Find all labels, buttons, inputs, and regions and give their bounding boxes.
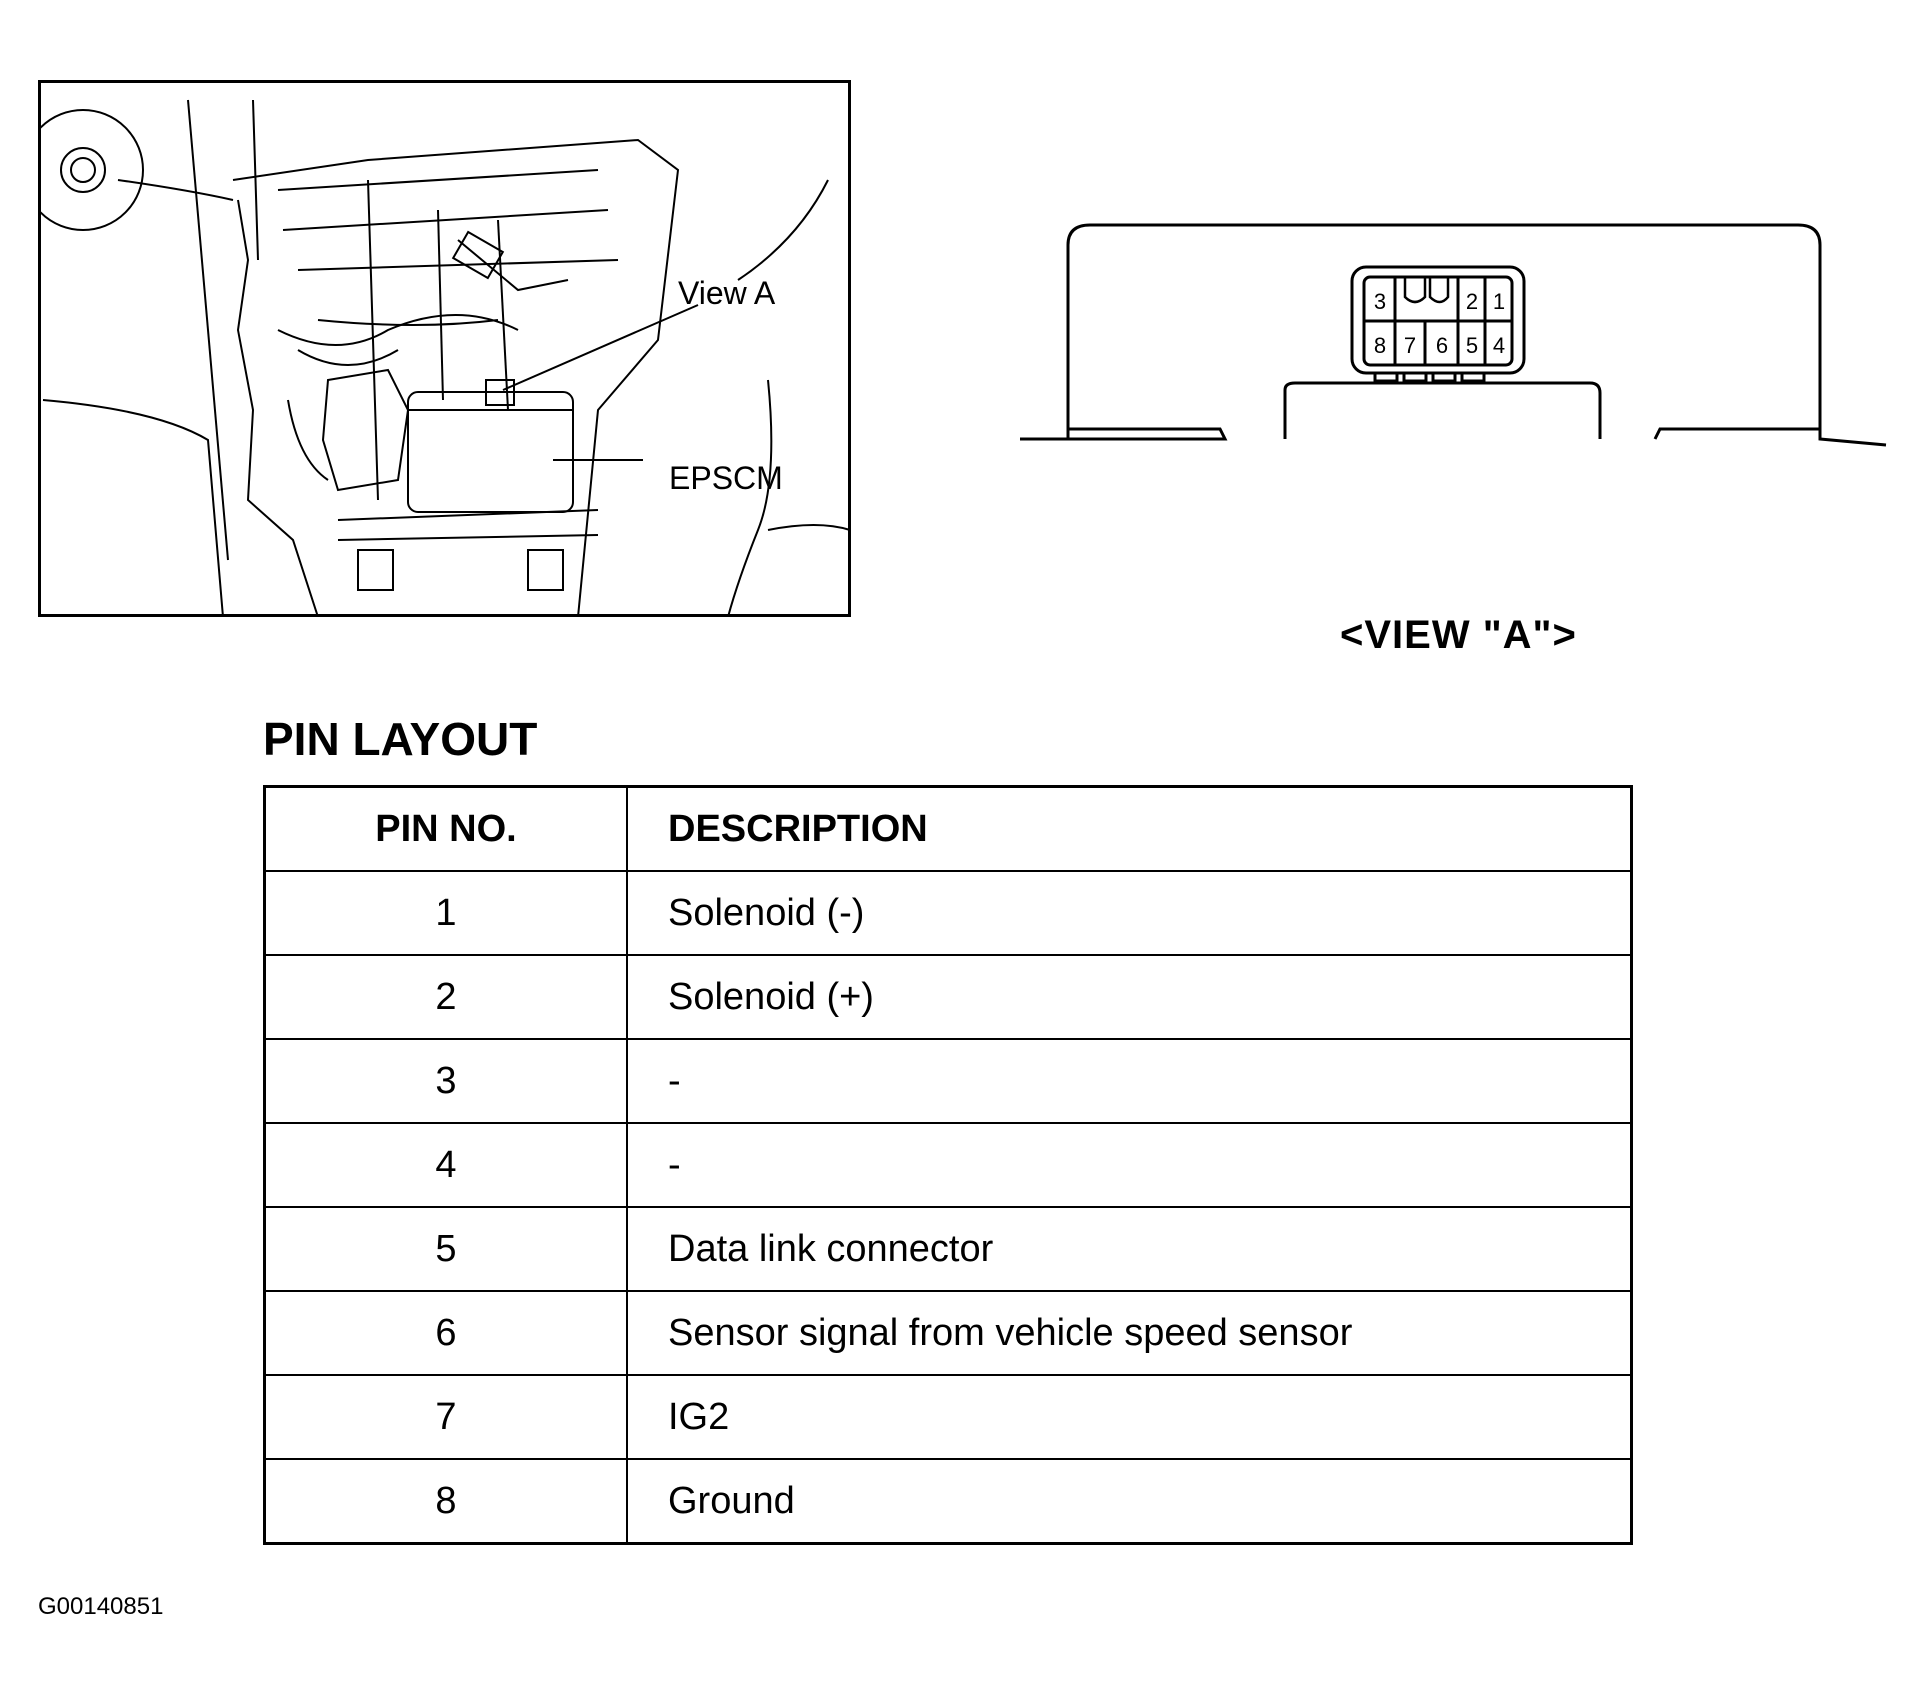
table-row: 2 Solenoid (+) — [263, 954, 1633, 1040]
table-row: 3 - — [263, 1038, 1633, 1124]
module-connector-drawing: 3 2 1 8 7 6 5 4 — [1020, 223, 1887, 447]
table-header-row: PIN NO. DESCRIPTION — [263, 785, 1633, 872]
view-a-callout: View A — [678, 275, 776, 311]
pin-number: 1 — [263, 870, 628, 956]
pin-description: - — [626, 1038, 1633, 1124]
connector-pin-label: 1 — [1493, 289, 1505, 314]
view-a-caption: <VIEW "A"> — [1340, 613, 1577, 657]
connector-pin-label: 3 — [1374, 289, 1386, 314]
connector-pin-label: 7 — [1404, 333, 1416, 358]
table-row: 5 Data link connector — [263, 1206, 1633, 1292]
view-a-illustration: 3 2 1 8 7 6 5 4 — [1020, 215, 1890, 465]
table-row: 6 Sensor signal from vehicle speed senso… — [263, 1290, 1633, 1376]
description-header: DESCRIPTION — [626, 785, 1633, 872]
table-row: 7 IG2 — [263, 1374, 1633, 1460]
pin-description: Solenoid (-) — [626, 870, 1633, 956]
connector-pin-label: 8 — [1374, 333, 1386, 358]
pin-number: 6 — [263, 1290, 628, 1376]
pin-description: Ground — [626, 1458, 1633, 1545]
table-row: 8 Ground — [263, 1458, 1633, 1545]
table-row: 4 - — [263, 1122, 1633, 1208]
pin-number: 7 — [263, 1374, 628, 1460]
pin-description: Sensor signal from vehicle speed sensor — [626, 1290, 1633, 1376]
pin-number: 5 — [263, 1206, 628, 1292]
table-row: 1 Solenoid (-) — [263, 870, 1633, 956]
connector-pin-label: 2 — [1466, 289, 1478, 314]
pin-number: 2 — [263, 954, 628, 1040]
epscm-callout: EPSCM — [669, 460, 783, 496]
pin-no-header: PIN NO. — [263, 785, 628, 872]
pin-layout-table: PIN NO. DESCRIPTION 1 Solenoid (-) 2 Sol… — [263, 785, 1633, 1545]
pin-description: Solenoid (+) — [626, 954, 1633, 1040]
connector-pin-label: 6 — [1436, 333, 1448, 358]
epscm-location-illustration: View A EPSCM — [22, 80, 851, 618]
pin-description: Data link connector — [626, 1206, 1633, 1292]
pin-number: 3 — [263, 1038, 628, 1124]
connector-housing — [1350, 265, 1526, 375]
pin-number: 8 — [263, 1458, 628, 1545]
pin-description: IG2 — [626, 1374, 1633, 1460]
figure-id: G00140851 — [38, 1593, 164, 1620]
connector-pin-label: 4 — [1493, 333, 1505, 358]
connector-pin-label: 5 — [1466, 333, 1478, 358]
dashboard-line-drawing — [22, 80, 851, 618]
pin-number: 4 — [263, 1122, 628, 1208]
pin-description: - — [626, 1122, 1633, 1208]
epscm-module-shape — [407, 391, 574, 513]
pin-layout-title: PIN LAYOUT — [263, 713, 538, 765]
